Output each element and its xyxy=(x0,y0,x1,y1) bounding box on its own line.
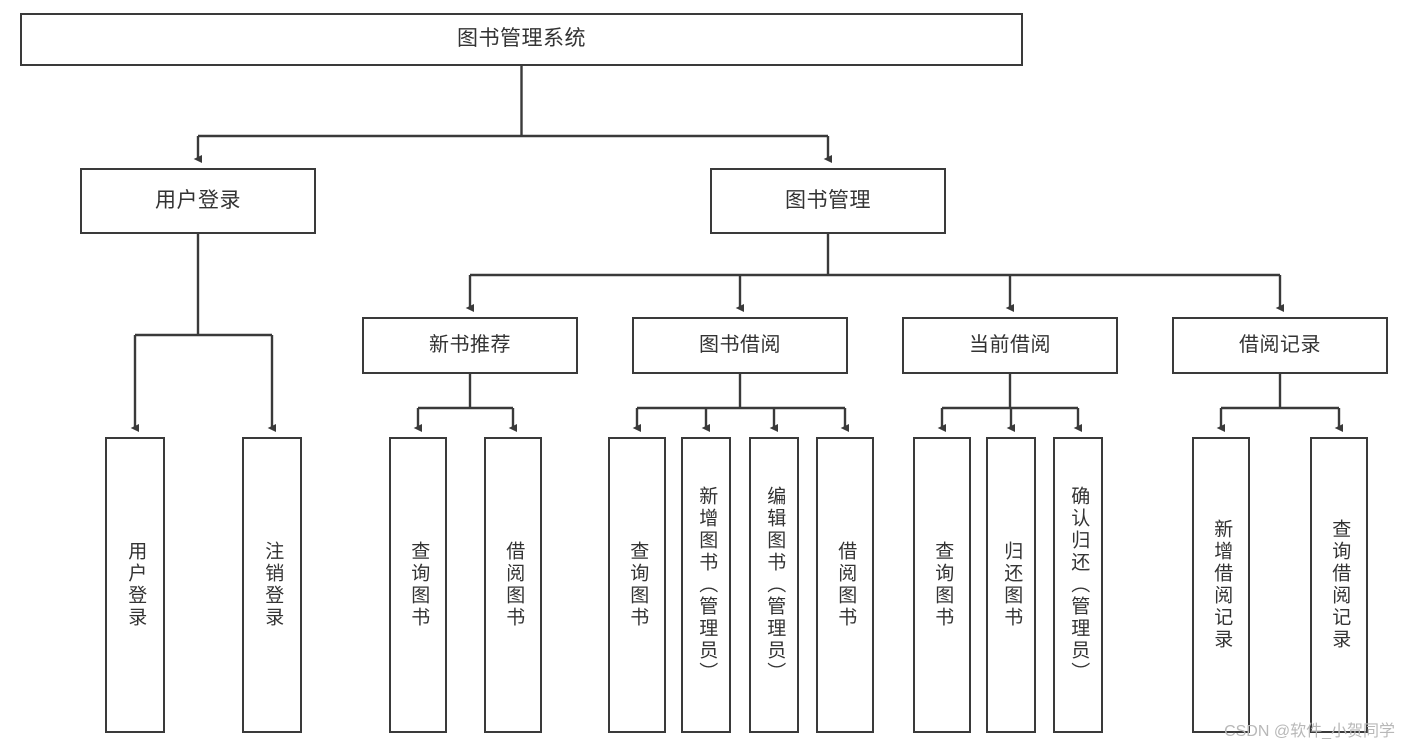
node-label: 新增图书（管理员） xyxy=(696,486,718,684)
node-label: 确认归还（管理员） xyxy=(1068,486,1090,684)
node-label: 用户登录 xyxy=(125,541,147,629)
leaf-node-4[interactable]: 查询图书 xyxy=(608,437,666,733)
leaf-node-9[interactable]: 归还图书 xyxy=(986,437,1036,733)
node-label: 借阅记录 xyxy=(1239,333,1321,356)
node-label: 查询图书 xyxy=(627,541,649,629)
node-label: 查询借阅记录 xyxy=(1329,519,1351,651)
leaf-node-0[interactable]: 用户登录 xyxy=(105,437,165,733)
leaf-node-6[interactable]: 编辑图书（管理员） xyxy=(749,437,799,733)
node-label: 新书推荐 xyxy=(429,333,511,356)
node-label: 新增借阅记录 xyxy=(1211,519,1233,651)
level3-node-3[interactable]: 借阅记录 xyxy=(1172,317,1388,374)
level2-node-1[interactable]: 图书管理 xyxy=(710,168,946,234)
node-label: 用户登录 xyxy=(155,188,241,212)
node-label: 借阅图书 xyxy=(503,541,525,629)
node-label: 图书借阅 xyxy=(699,333,781,356)
leaf-node-1[interactable]: 注销登录 xyxy=(242,437,302,733)
node-label: 编辑图书（管理员） xyxy=(764,486,786,684)
node-label: 归还图书 xyxy=(1001,541,1023,629)
node-label: 查询图书 xyxy=(408,541,430,629)
leaf-node-7[interactable]: 借阅图书 xyxy=(816,437,874,733)
level2-node-0[interactable]: 用户登录 xyxy=(80,168,316,234)
root-node-book-management-system[interactable]: 图书管理系统 xyxy=(20,13,1023,66)
node-label: 图书管理系统 xyxy=(457,27,586,51)
level3-node-1[interactable]: 图书借阅 xyxy=(632,317,848,374)
leaf-node-11[interactable]: 新增借阅记录 xyxy=(1192,437,1250,733)
node-label: 当前借阅 xyxy=(969,333,1051,356)
level3-node-0[interactable]: 新书推荐 xyxy=(362,317,578,374)
node-label: 查询图书 xyxy=(932,541,954,629)
leaf-node-2[interactable]: 查询图书 xyxy=(389,437,447,733)
node-label: 图书管理 xyxy=(785,188,871,212)
node-label: 借阅图书 xyxy=(835,541,857,629)
node-label: 注销登录 xyxy=(262,541,284,629)
leaf-node-5[interactable]: 新增图书（管理员） xyxy=(681,437,731,733)
level3-node-2[interactable]: 当前借阅 xyxy=(902,317,1118,374)
connector-group xyxy=(130,66,1343,432)
leaf-node-12[interactable]: 查询借阅记录 xyxy=(1310,437,1368,733)
leaf-node-3[interactable]: 借阅图书 xyxy=(484,437,542,733)
leaf-node-10[interactable]: 确认归还（管理员） xyxy=(1053,437,1103,733)
leaf-node-8[interactable]: 查询图书 xyxy=(913,437,971,733)
